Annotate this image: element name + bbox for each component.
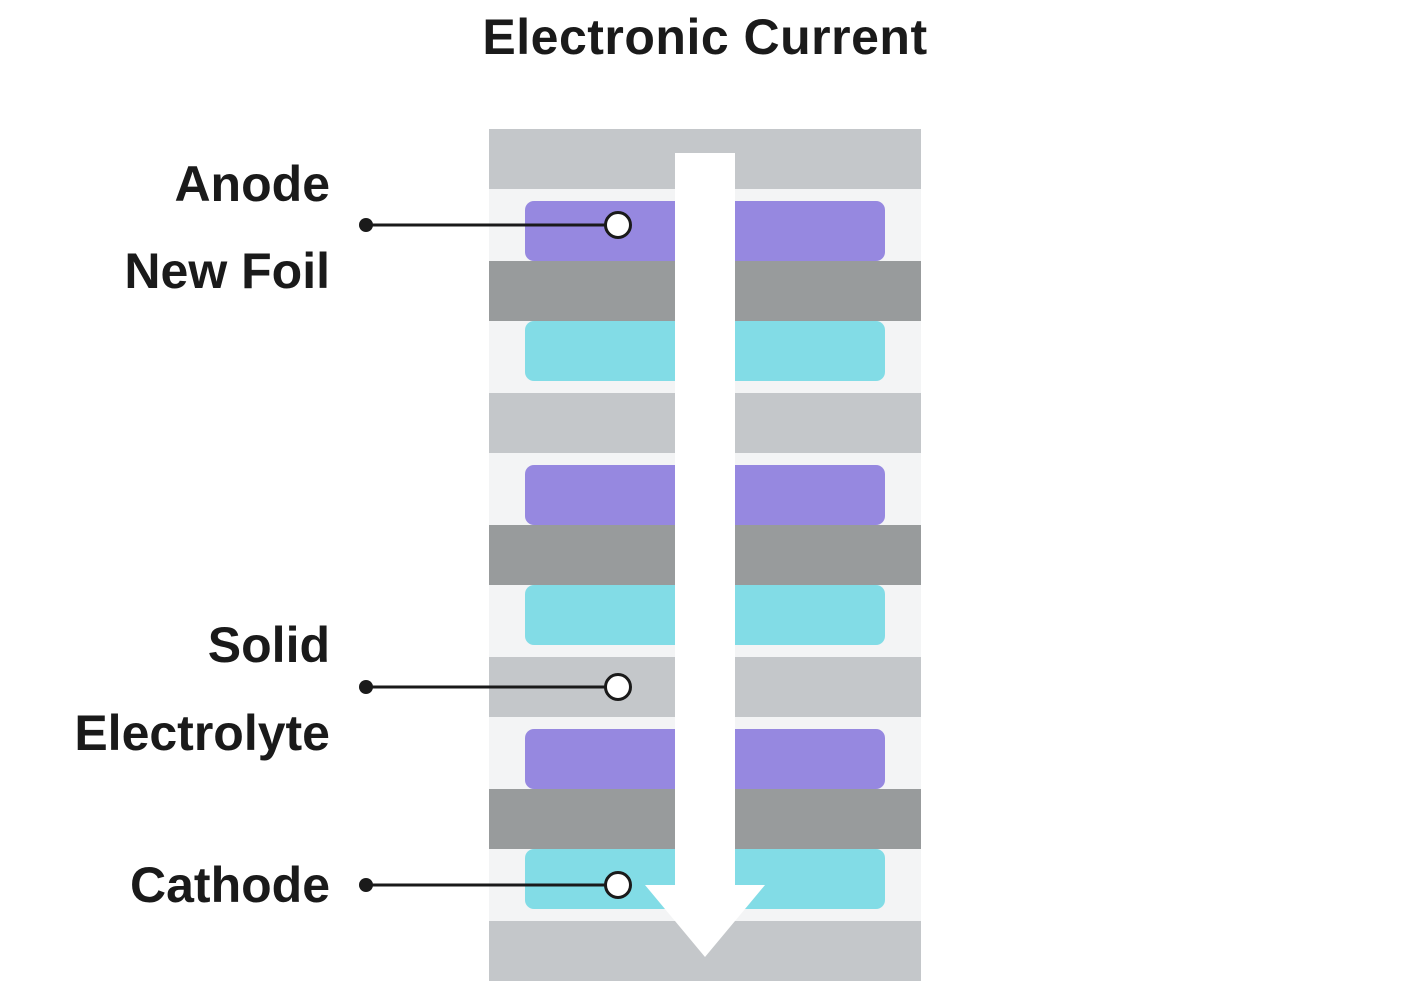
diagram-title: Electronic Current [482,9,928,65]
anode-label: Anode [174,156,330,212]
anode-subtitle-label: New Foil [124,243,330,299]
cathode-label: Cathode [130,857,330,913]
leader-dot [359,680,373,694]
electrolyte-label-line1: Solid [207,617,330,673]
current-arrow [645,153,765,957]
leader-ring [604,211,632,239]
electrolyte-label-line2: Electrolyte [74,705,330,761]
electrolyte-leader [359,673,632,701]
leader-dot [359,218,373,232]
anode-leader [359,211,632,239]
leader-dot [359,878,373,892]
leader-ring [604,871,632,899]
leader-ring [604,673,632,701]
cathode-leader [359,871,632,899]
